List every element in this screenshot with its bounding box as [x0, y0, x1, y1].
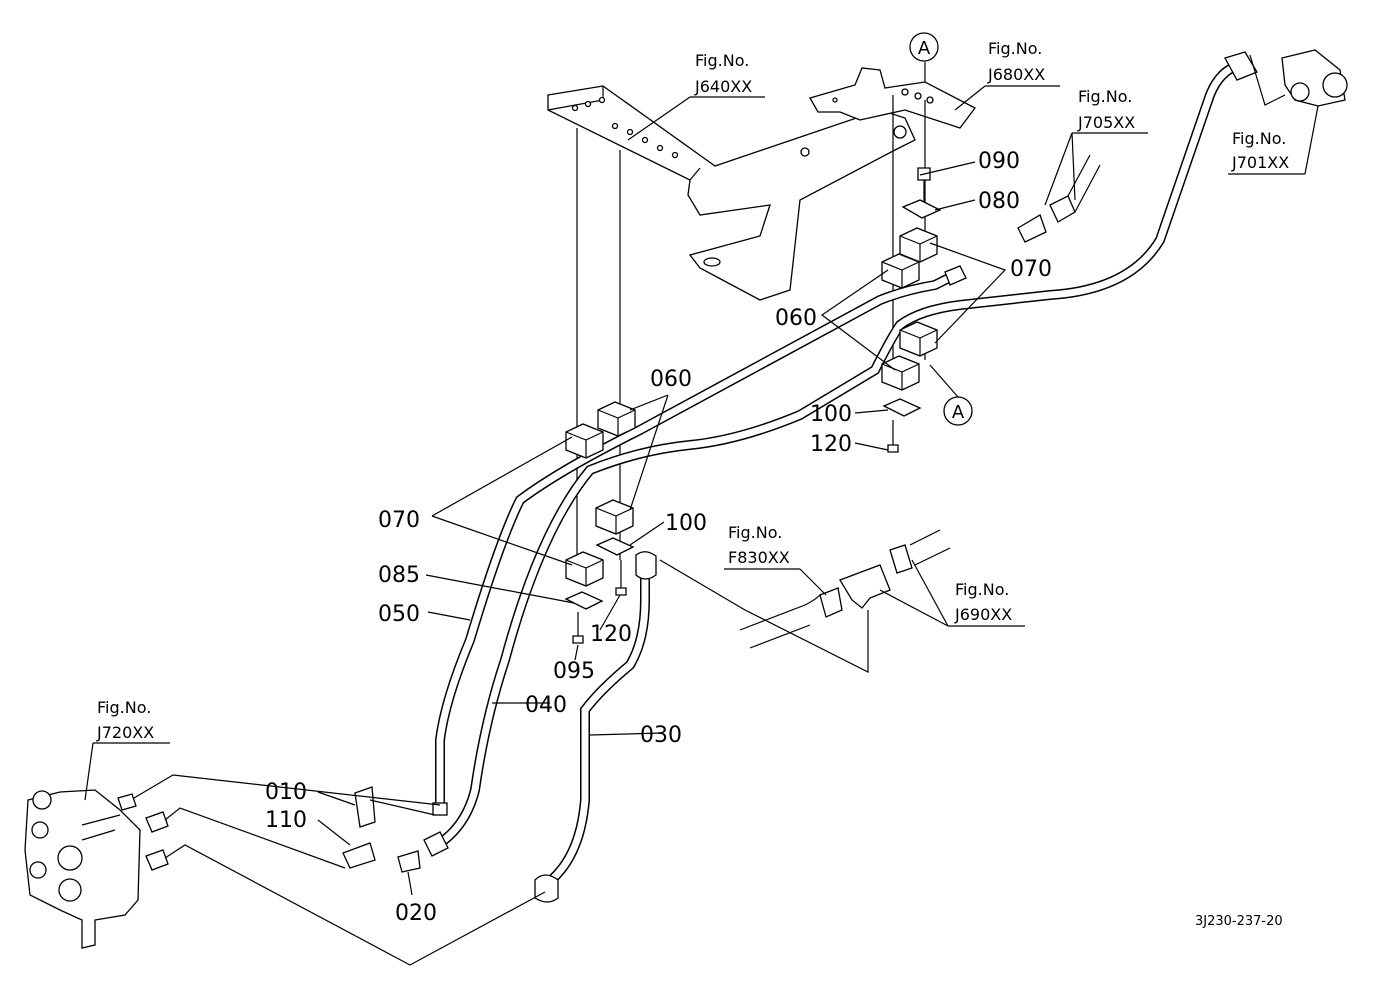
fig-ref-label: Fig.No.: [988, 39, 1042, 58]
part-label: 040: [525, 693, 567, 718]
part-label: 090: [978, 149, 1020, 174]
fig-ref-f830: Fig.No. F830XX: [659, 523, 869, 673]
upper-right-fittings: [1017, 49, 1348, 243]
fig-ref-label: Fig.No.: [695, 51, 749, 70]
part-labels: 090 080 070 060 060 100 120 070 100 085 …: [265, 149, 1052, 926]
clamps: [565, 227, 938, 587]
part-label: 050: [378, 602, 420, 627]
part-label: 020: [395, 901, 437, 926]
fig-ref-j690: Fig.No. J690XX: [879, 559, 1025, 627]
clamp-block: [565, 551, 604, 587]
fig-ref-label: Fig.No.: [97, 698, 151, 717]
leader-lines: [317, 62, 1007, 896]
fig-ref-number: J701XX: [1231, 153, 1289, 172]
part-label: 100: [810, 402, 852, 427]
plates: [564, 199, 942, 610]
fig-ref-j720: Fig.No. J720XX: [84, 698, 170, 801]
part-label: 110: [265, 808, 307, 833]
fig-ref-number: F830XX: [728, 548, 790, 567]
part-label: 060: [775, 306, 817, 331]
drawing-code: 3J230-237-20: [1195, 914, 1283, 929]
part-label: 095: [553, 659, 595, 684]
clamp-block: [881, 253, 920, 289]
part-label: 030: [640, 723, 682, 748]
clamp-block: [881, 355, 920, 391]
fig-ref-j680: Fig.No. J680XX: [954, 39, 1060, 111]
marker-a-right: A: [943, 396, 973, 426]
fig-ref-j701: Fig.No. J701XX: [1228, 54, 1319, 175]
part-label: 100: [665, 511, 707, 536]
clamp-block: [565, 423, 604, 459]
bolts: [572, 167, 931, 644]
marker-letter: A: [918, 38, 931, 59]
fig-ref-number: J640XX: [694, 77, 752, 96]
marker-letter: A: [952, 402, 965, 423]
hose-tee: [739, 529, 951, 649]
fig-ref-label: Fig.No.: [728, 523, 782, 542]
control-valve: [24, 789, 141, 949]
part-label: 120: [590, 622, 632, 647]
fig-ref-label: Fig.No.: [1232, 129, 1286, 148]
fig-ref-number: J705XX: [1077, 113, 1135, 132]
fig-ref-label: Fig.No.: [1078, 87, 1132, 106]
fig-ref-number: J720XX: [96, 723, 154, 742]
part-label: 010: [265, 780, 307, 805]
part-label: 070: [378, 508, 420, 533]
marker-a-top: A: [909, 32, 939, 62]
fig-ref-j705: Fig.No. J705XX: [1044, 87, 1148, 206]
part-label: 080: [978, 189, 1020, 214]
clamp-block: [899, 321, 938, 357]
valve-leader-lines: [133, 774, 546, 966]
fig-ref-label: Fig.No.: [955, 580, 1009, 599]
fig-ref-j640: Fig.No. J640XX: [627, 51, 765, 141]
fig-ref-number: J680XX: [987, 65, 1045, 84]
clamp-block: [595, 499, 634, 535]
clamp-block: [597, 401, 636, 437]
part-label: 085: [378, 563, 420, 588]
part-label: 070: [1010, 257, 1052, 282]
fig-ref-number: J690XX: [954, 605, 1012, 624]
fittings: [117, 51, 1258, 903]
part-label: 060: [650, 367, 692, 392]
part-label: 120: [810, 432, 852, 457]
hydraulic-pipes: [429, 60, 1242, 890]
